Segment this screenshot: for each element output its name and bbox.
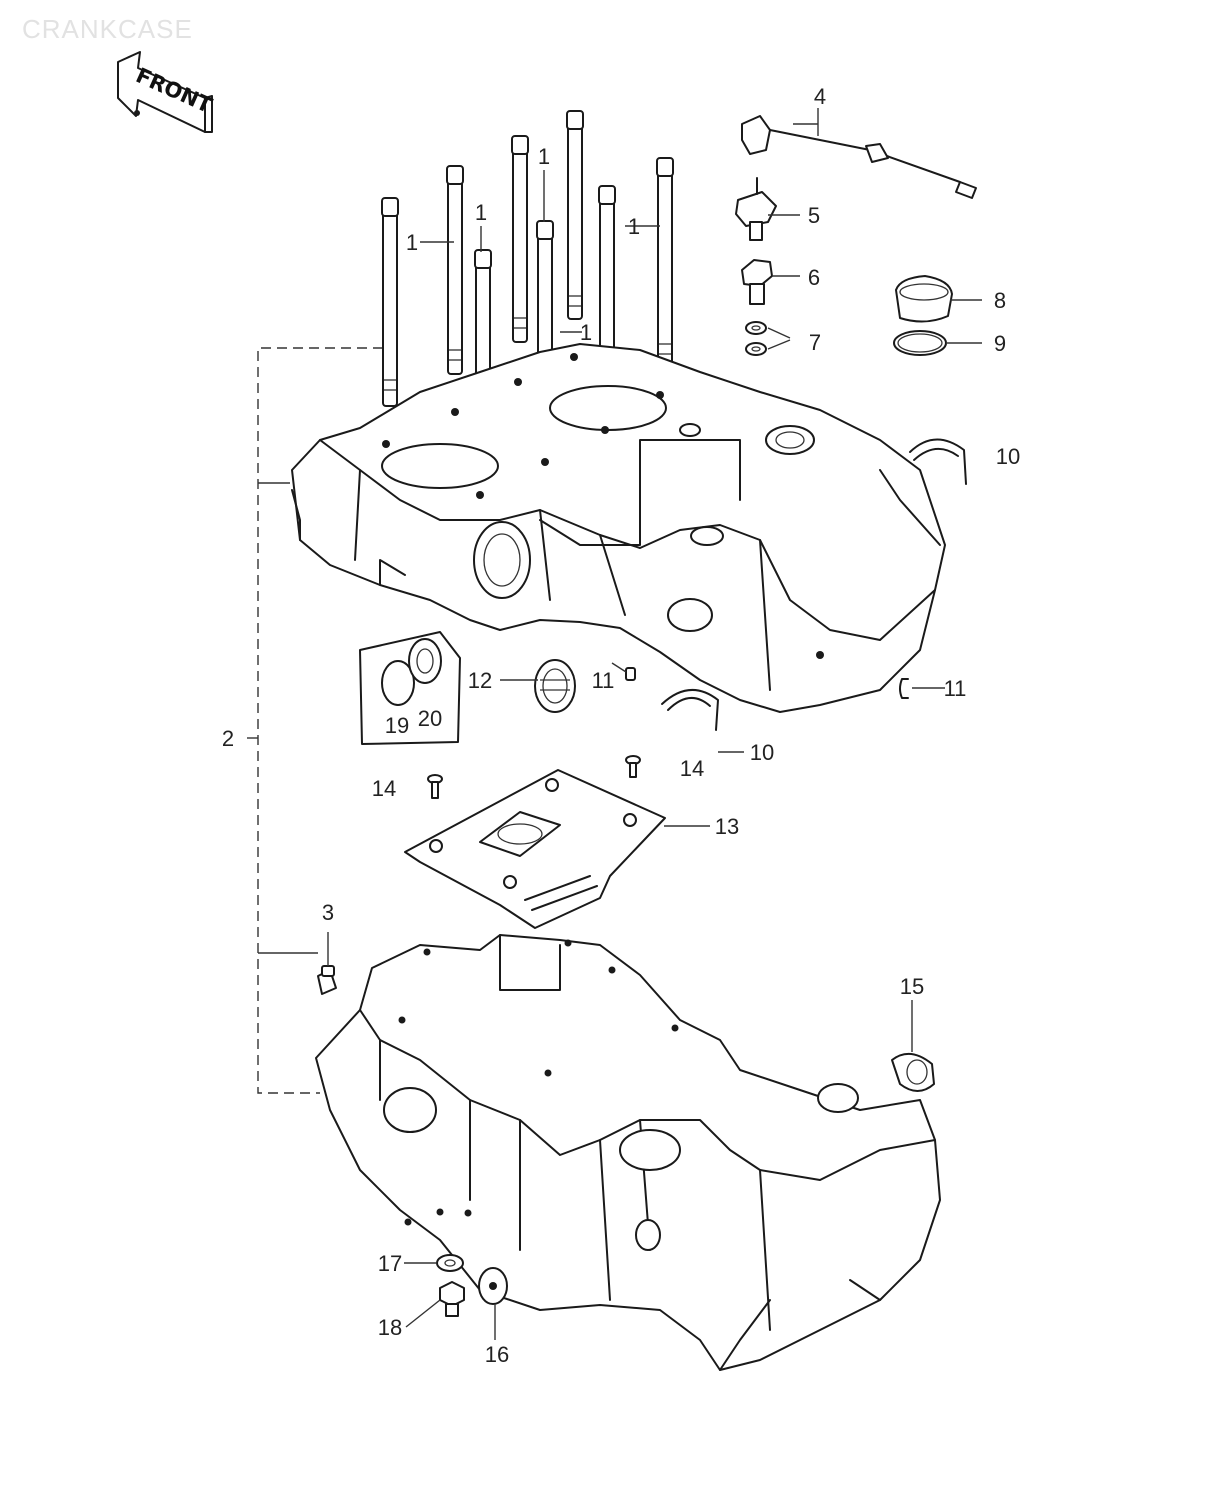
callout-5: 5 [808,203,820,228]
callout-8: 8 [994,288,1006,313]
callout-11-right: 11 [944,676,967,701]
callout-1-e: 1 [628,214,640,239]
lower-crankcase [315,934,941,1371]
bearing-insert-part-10-lower [661,688,719,731]
callout-6: 6 [808,265,820,290]
callout-1-d: 1 [580,320,592,345]
dowel-pin-part-11-center [625,667,636,681]
fitting-part-3 [317,965,337,995]
stud [446,165,464,375]
callout-12: 12 [468,668,492,693]
plug-part-16 [478,1267,508,1305]
cylinder-studs-part-1 [381,110,674,458]
callout-7: 7 [809,330,821,355]
stud [381,197,399,407]
callout-1-a: 1 [406,230,418,255]
detail-box-parts-19-20 [359,631,461,745]
cover-plate-part-13 [404,769,666,929]
callout-13: 13 [715,814,739,839]
o-ring-part-9 [893,330,947,356]
oil-filler-cap-part-8 [895,275,953,323]
washer-part-17 [436,1254,464,1272]
fitting-part-6 [741,259,773,305]
callout-10-lower: 10 [750,740,774,765]
callout-17: 17 [378,1251,402,1276]
callout-11-center: 11 [592,668,615,693]
callout-2: 2 [222,726,234,751]
callout-9: 9 [994,331,1006,356]
callout-10-upper: 10 [996,444,1020,469]
callout-4: 4 [814,84,826,109]
callout-1-b: 1 [475,200,487,225]
upper-crankcase [291,343,946,713]
callout-20: 20 [418,706,442,731]
callout-1-c: 1 [538,144,550,169]
cap-part-15 [891,1053,935,1092]
callout-14-left: 14 [372,776,396,801]
washers-part-7 [745,321,767,356]
bolt-part-14-right [625,755,641,778]
callout-19: 19 [385,713,409,738]
drain-bolt-part-18 [439,1281,465,1317]
stud [656,157,674,367]
dowel-pin-part-11-right [899,678,909,699]
callout-3: 3 [322,900,334,925]
page-title: CRANKCASE [22,14,193,44]
callout-16: 16 [485,1342,509,1367]
stud [566,110,584,320]
leader-lines [327,108,982,1340]
callout-15: 15 [900,974,924,999]
bearing-insert-part-10-upper [909,438,967,485]
oil-switch-lead-part-4 [741,115,977,199]
callout-14-right: 14 [680,756,704,781]
oil-pressure-switch-part-5 [735,177,777,241]
front-arrow-icon: FRONT [117,51,216,133]
assembly-bracket-part-2 [247,347,383,1094]
callout-18: 18 [378,1315,402,1340]
callouts: 4 5 6 7 8 9 10 10 11 11 12 13 14 14 15 1… [222,84,1020,1367]
stud [511,135,529,343]
bolt-part-14-left [427,774,443,799]
oil-seal-part-12 [534,659,576,713]
